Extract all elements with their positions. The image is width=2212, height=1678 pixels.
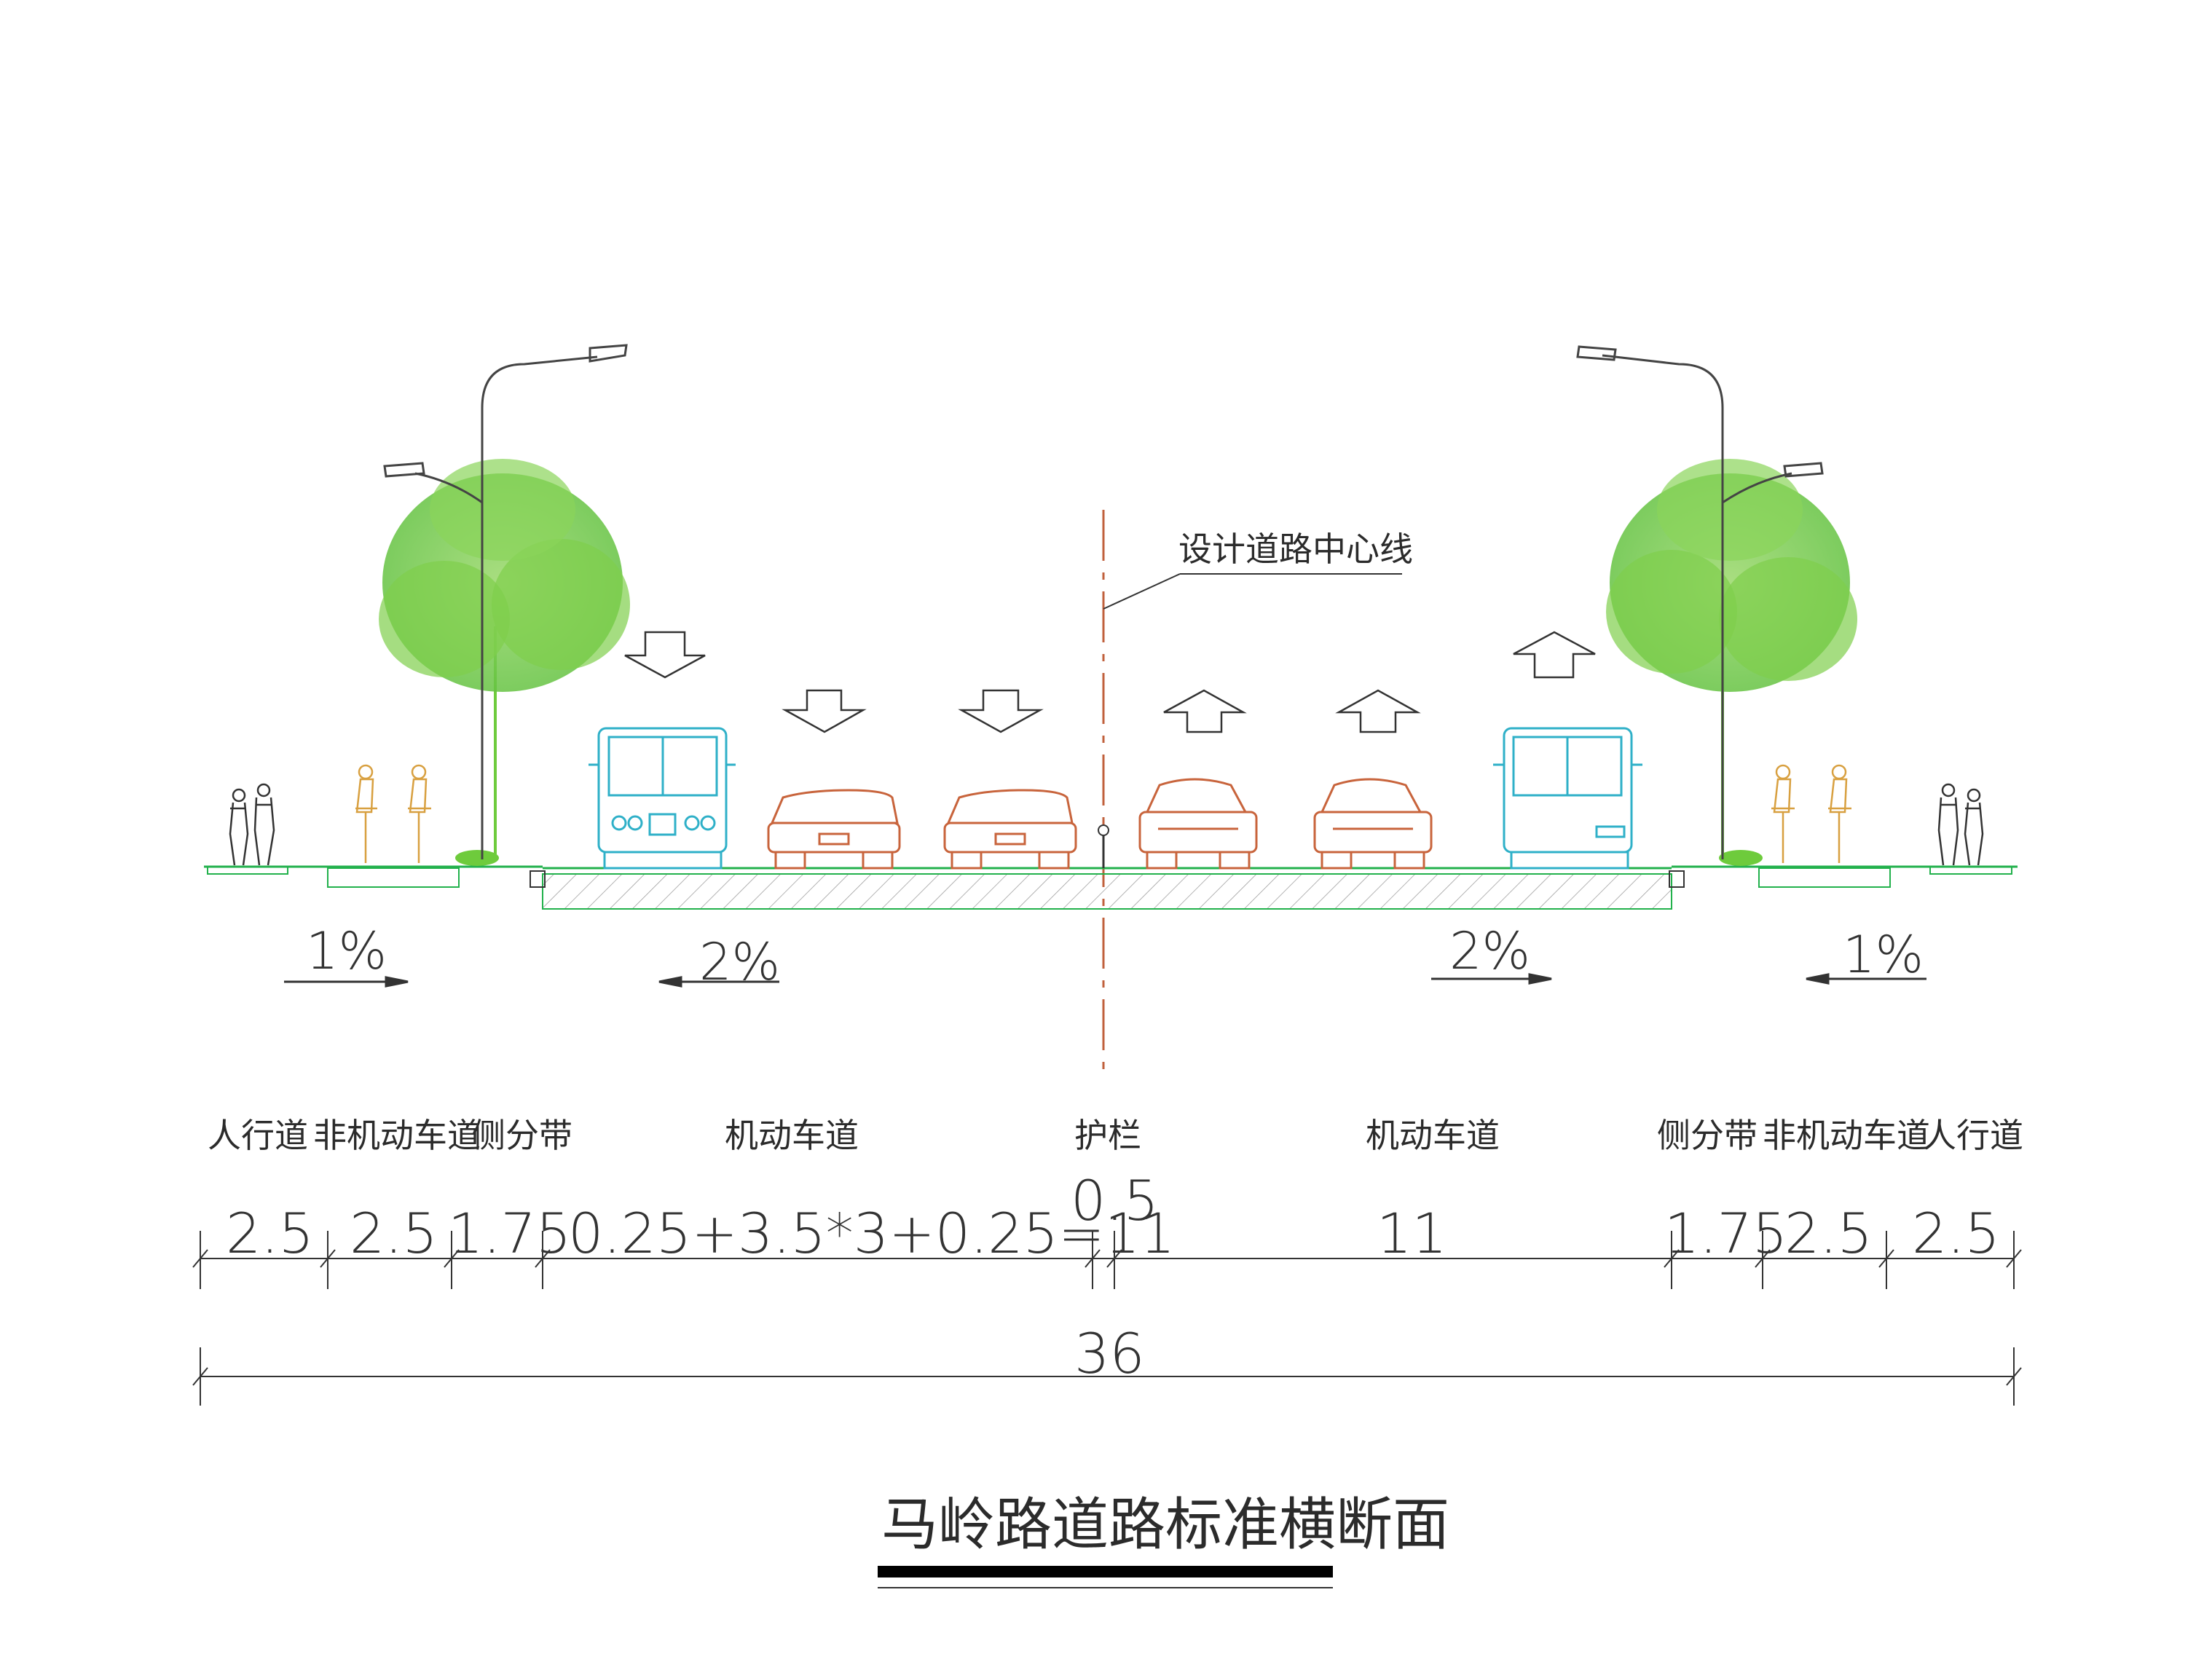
street-light-right-icon [1576, 345, 1824, 859]
dim-carriageway-left: 0.25+3.5*3+0.25=11 [568, 1201, 1175, 1266]
label-carriageway-left: 机动车道 [725, 1116, 859, 1155]
label-side-strip-left: 侧分带 [472, 1116, 572, 1155]
dim-bike-left: 2.5 [350, 1201, 438, 1266]
label-side-strip-right: 侧分带 [1657, 1116, 1758, 1155]
dim-bike-right: 2.5 [1784, 1201, 1873, 1266]
dim-side-strip-right: 1.75 [1664, 1201, 1787, 1266]
label-bike-right: 非机动车道 [1763, 1116, 1930, 1155]
tree-left-icon [379, 459, 630, 859]
lane-arrows [624, 631, 1596, 733]
section-labels: 人行道 非机动车道 侧分带 机动车道 护栏 机动车道 侧分带 非机动车道 人行道 [208, 1116, 2023, 1155]
tree-right-icon [1606, 459, 1857, 859]
pedestrians-right-icon [1937, 783, 1984, 866]
drawing-title-block: 马岭路道路标准横断面 [878, 1492, 1449, 1588]
up-arrow-icon [1513, 631, 1596, 679]
dimension-values: 2.5 2.5 1.75 0.25+3.5*3+0.25=11 0.5 11 1… [226, 1168, 2000, 1386]
up-arrow-icon [1335, 689, 1421, 733]
title-underline-thick [878, 1566, 1333, 1577]
down-arrow-icon [624, 631, 706, 679]
shrub-left-icon [455, 850, 499, 866]
down-arrow-icon [782, 689, 867, 733]
slope-left-carriageway: 2% [699, 932, 780, 992]
road-structure [204, 824, 2018, 910]
dimension-ticks [192, 1231, 2022, 1289]
slope-left-sidewalk: 1% [306, 921, 387, 981]
cyclists-left-icon [355, 764, 431, 863]
label-sidewalk-right: 人行道 [1923, 1116, 2023, 1155]
cyclists-right-icon [1771, 764, 1851, 863]
slope-right-sidewalk: 1% [1843, 925, 1924, 985]
dim-carriageway-right: 11 [1377, 1201, 1447, 1266]
dim-guardrail: 0.5 [1071, 1168, 1159, 1233]
bus-left-icon [589, 727, 736, 870]
down-arrow-icon [958, 689, 1044, 733]
label-guardrail: 护栏 [1074, 1116, 1141, 1155]
bus-right-icon [1493, 727, 1642, 870]
dim-total: 36 [1074, 1321, 1145, 1386]
dimension-lines [192, 1231, 2022, 1406]
car-right-1-icon [1138, 778, 1258, 870]
guardrail-icon [1098, 824, 1109, 836]
slope-indicators [284, 973, 1926, 988]
centerline-label: 设计道路中心线 [1178, 529, 1413, 569]
pavement-hatch [542, 873, 1672, 910]
pedestrians-left-icon [229, 783, 275, 866]
dim-side-strip-left: 1.75 [448, 1201, 571, 1266]
label-sidewalk-left: 人行道 [208, 1116, 308, 1155]
dim-sidewalk-left: 2.5 [226, 1201, 314, 1266]
up-arrow-icon [1163, 689, 1247, 733]
street-light-left-icon [383, 344, 628, 859]
shrub-right-icon [1719, 850, 1763, 866]
design-centerline: 设计道路中心线 [1102, 510, 1413, 1078]
car-left-1-icon [767, 789, 901, 870]
dim-sidewalk-right: 2.5 [1912, 1201, 2000, 1266]
drawing-title: 马岭路道路标准横断面 [881, 1492, 1449, 1558]
label-carriageway-right: 机动车道 [1366, 1116, 1500, 1155]
slope-right-carriageway: 2% [1449, 921, 1530, 981]
car-left-2-icon [943, 789, 1077, 870]
car-right-2-icon [1313, 778, 1433, 870]
label-bike-left: 非机动车道 [313, 1116, 481, 1155]
